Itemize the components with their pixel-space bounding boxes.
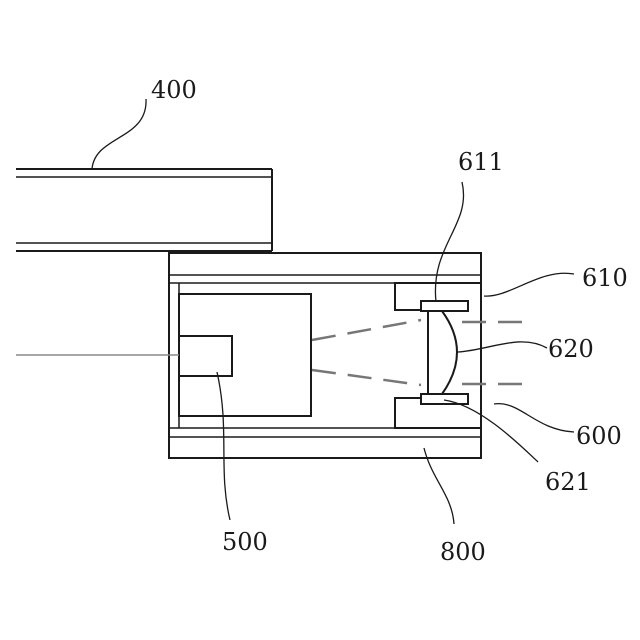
lens-620 [421,301,468,404]
module-500 [179,294,311,416]
reference-labels: 400 611 610 620 600 621 500 800 [151,76,628,566]
label-800: 800 [440,538,486,566]
beam-lines [312,320,532,385]
label-600: 600 [576,422,622,450]
label-611: 611 [458,148,504,176]
label-400: 400 [151,76,197,104]
label-610: 610 [582,264,628,292]
plate-400 [16,169,272,251]
label-620: 620 [548,335,594,363]
label-500: 500 [222,528,268,556]
label-621: 621 [545,468,591,496]
